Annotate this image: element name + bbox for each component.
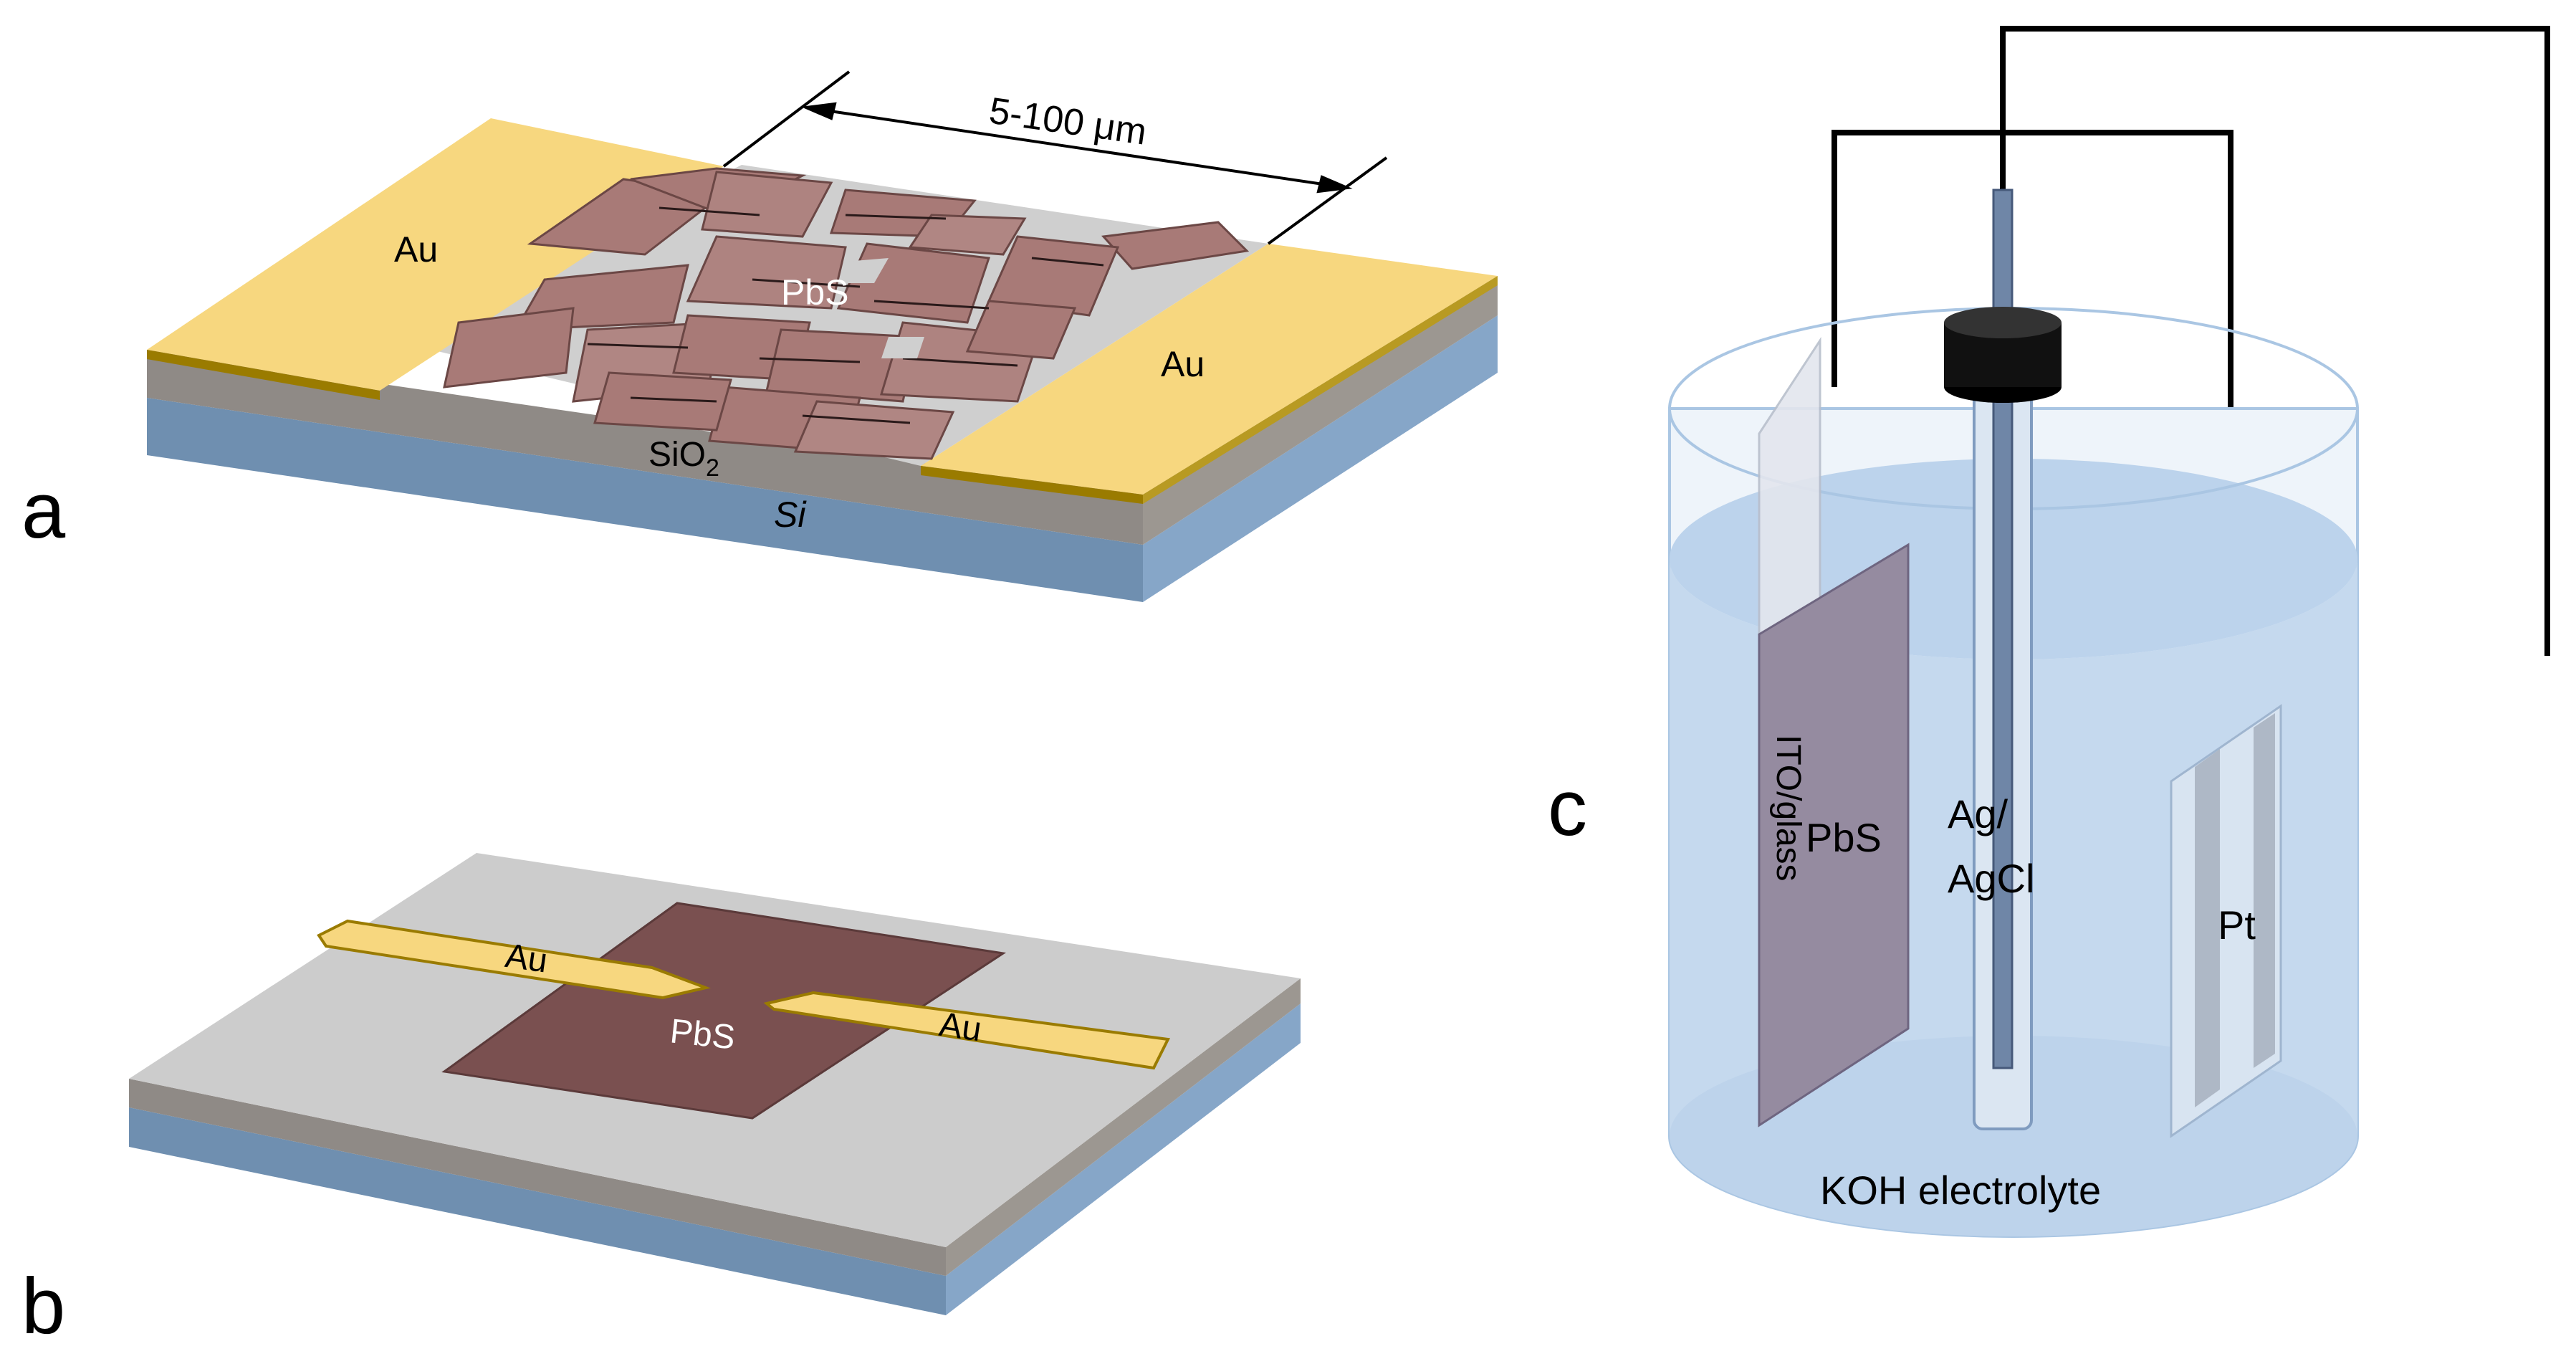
- panel-c: c ITO/glass PbS Ag/ AgCl Pt KOH electrol…: [1548, 26, 2550, 1238]
- au-left-label-b: Au: [503, 937, 550, 981]
- dimension-label: 5-100 μm: [987, 90, 1149, 153]
- substrate-b-silicon-side: [946, 1003, 1301, 1315]
- si-label: Si: [774, 495, 807, 535]
- pbs-label-b: PbS: [669, 1012, 737, 1057]
- void: [881, 337, 924, 358]
- au-right-label-b: Au: [937, 1006, 984, 1049]
- au-electrode-right-top: [921, 244, 1498, 495]
- ag-agcl-line2: AgCl: [1948, 856, 2034, 901]
- au-electrode-b-left: [317, 919, 711, 1000]
- pbs-flake-network: [443, 167, 1250, 460]
- panel-c-letter: c: [1548, 764, 1587, 852]
- panel-b: b Au Au PbS: [21, 853, 1301, 1350]
- koh-electrolyte-label: KOH electrolyte: [1820, 1168, 2101, 1213]
- reference-cap-top: [1944, 307, 2062, 338]
- oxide-front-face: [147, 350, 1143, 545]
- dimension-arrow: [722, 70, 1388, 245]
- sio2-subscript: 2: [706, 454, 719, 482]
- wire-reference-electrode: [2000, 26, 2550, 656]
- pbs-label: PbS: [781, 272, 849, 313]
- ag-agcl-line1: Ag/: [1948, 791, 2008, 836]
- au-electrode-left-front: [147, 350, 380, 400]
- sio2-label: SiO2: [648, 436, 719, 482]
- au-electrode-right-front: [921, 466, 1143, 504]
- pbs-flake: [965, 300, 1077, 360]
- panel-a: a 5-100 μm Au Au PbS SiO2 Si: [21, 70, 1498, 602]
- au-electrode-left-top: [147, 118, 724, 391]
- sio2-main: SiO: [648, 436, 706, 474]
- pbs-flake: [443, 307, 575, 388]
- substrate-b-oxide-front: [129, 1079, 946, 1276]
- panel-b-letter: b: [21, 1262, 65, 1350]
- pbs-film: [1758, 543, 1910, 1127]
- substrate-b-oxide-side: [946, 978, 1301, 1276]
- silicon-side-face: [1143, 315, 1498, 602]
- au-electrode-right-side: [1143, 276, 1498, 504]
- pbs-flake: [908, 214, 1027, 256]
- ito-glass-label: ITO/glass: [1769, 735, 1807, 882]
- pbs-flake: [793, 400, 955, 460]
- au-right-label: Au: [1161, 344, 1205, 384]
- pt-strip-left: [2195, 749, 2220, 1107]
- pbs-flake: [593, 371, 732, 431]
- pt-label: Pt: [2218, 902, 2256, 948]
- pbs-flake: [1101, 221, 1250, 270]
- pbs-flake: [686, 235, 847, 310]
- pbs-flake: [765, 328, 919, 403]
- silicon-front-face: [147, 398, 1143, 602]
- substrate-b-silicon-front: [129, 1107, 946, 1315]
- pbs-label-c: PbS: [1806, 815, 1882, 860]
- void: [838, 258, 889, 283]
- pt-strip-right: [2254, 713, 2275, 1068]
- au-electrode-b-right: [763, 991, 1171, 1070]
- oxide-side-face: [1143, 276, 1498, 545]
- au-left-label: Au: [394, 229, 438, 270]
- pbs-flake: [987, 235, 1120, 317]
- panel-a-letter: a: [21, 467, 66, 555]
